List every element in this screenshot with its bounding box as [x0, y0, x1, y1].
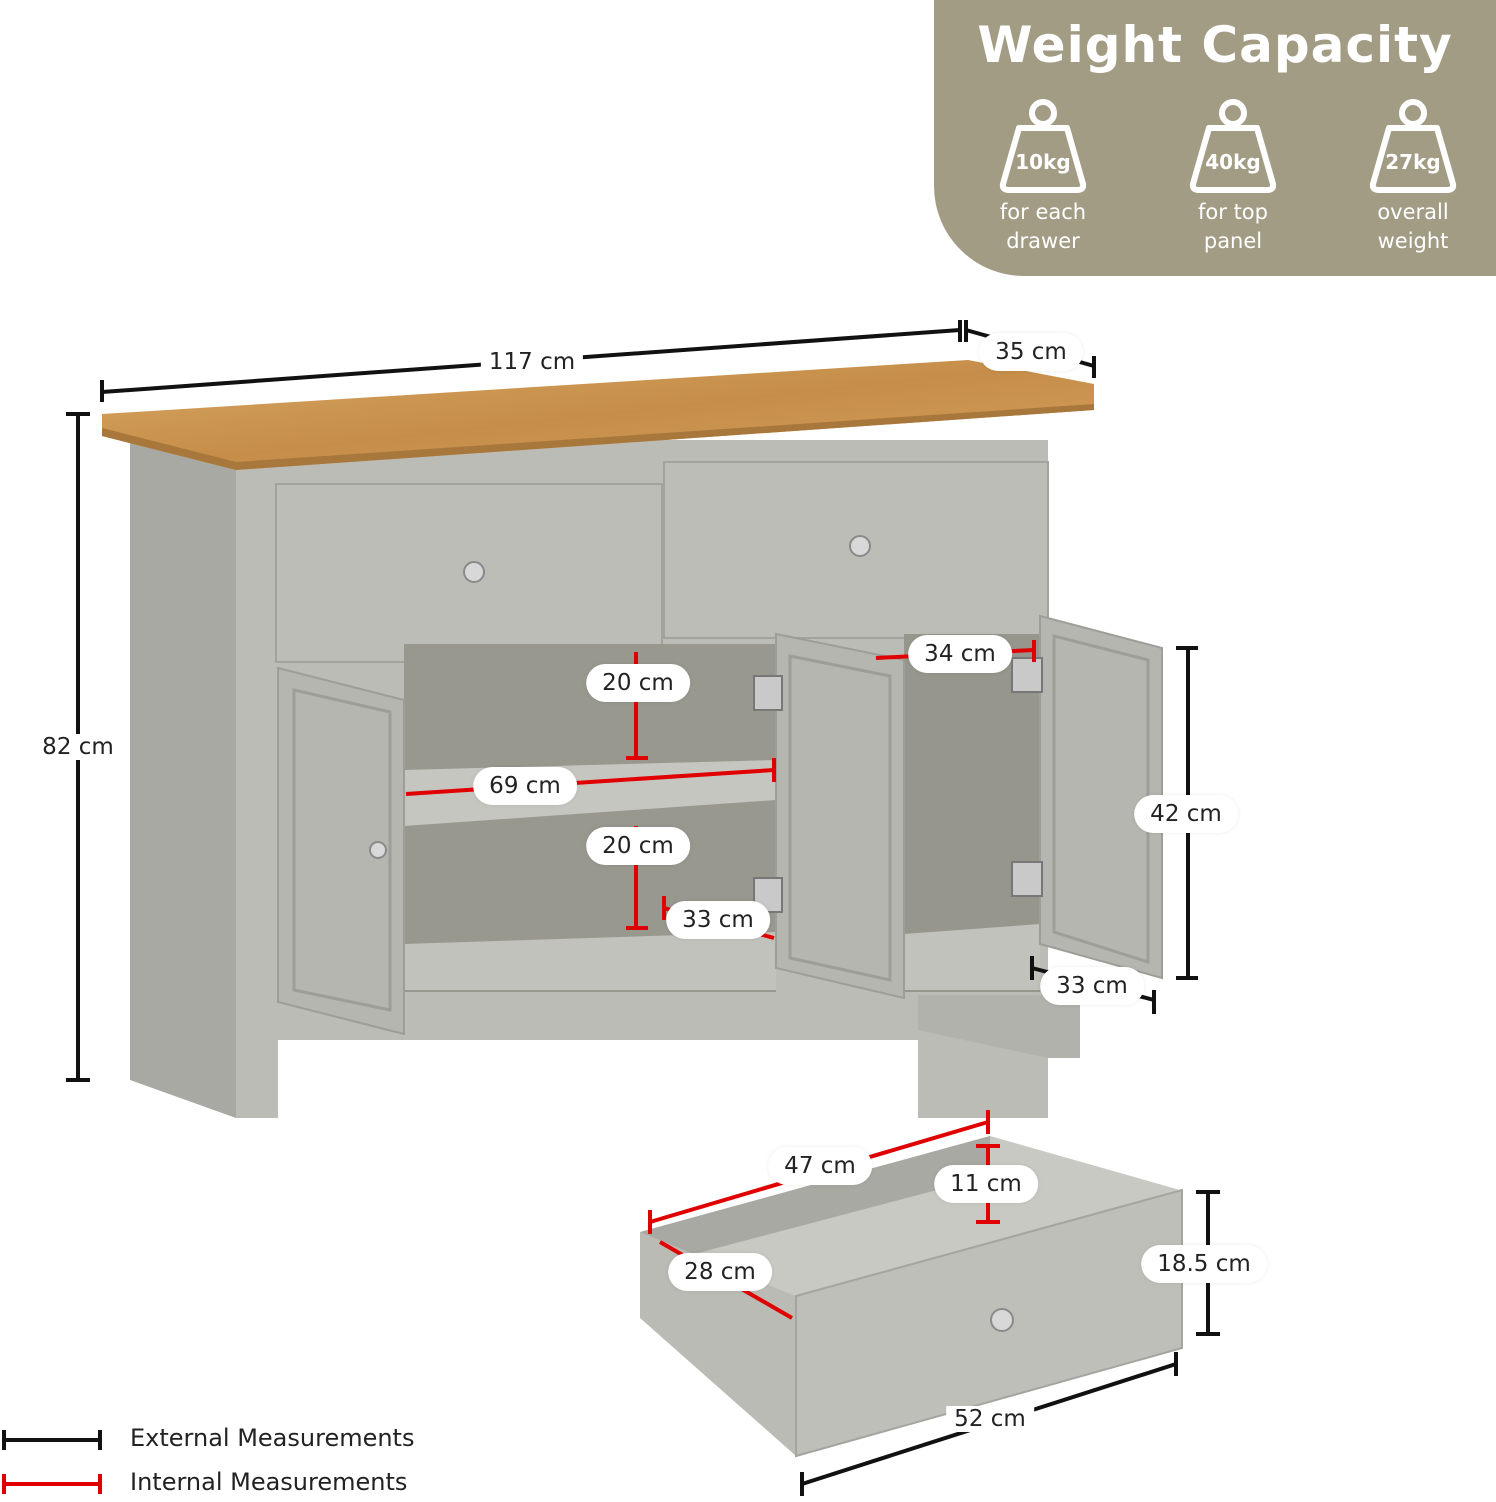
- hinge-icon: [1011, 861, 1043, 897]
- weight-icon: [1369, 99, 1457, 193]
- legend-external-label: External Measurements: [130, 1424, 415, 1452]
- right-inner-depth-label: 33 cm: [1040, 967, 1144, 1005]
- weight-capacity-title: Weight Capacity: [977, 16, 1453, 74]
- legend-internal-label: Internal Measurements: [130, 1468, 408, 1496]
- external-line-icon: [2, 1430, 102, 1450]
- right-inner-height-label: 42 cm: [1134, 795, 1238, 833]
- weight-item-overall: 27kg overall weight: [1338, 96, 1488, 256]
- weight-item-drawer: 10kg for each drawer: [968, 96, 1118, 256]
- drawer-inner-height-label: 11 cm: [934, 1165, 1038, 1203]
- internal-line-icon: [2, 1474, 102, 1494]
- weight-icon: [999, 99, 1087, 193]
- height-label: 82 cm: [34, 734, 122, 760]
- drawer-knob: [990, 1308, 1014, 1332]
- weight-icon: [1189, 99, 1277, 193]
- right-inner-width-label: 34 cm: [908, 635, 1012, 673]
- left-side-panel: [130, 440, 236, 1118]
- left-inner-depth-label: 33 cm: [666, 901, 770, 939]
- weight-caption-overall: overall weight: [1377, 200, 1449, 253]
- drawer-inside: [640, 1136, 1180, 1296]
- weight-caption-drawer: for each drawer: [999, 200, 1087, 253]
- weight-value-overall: 27kg: [1385, 150, 1441, 174]
- hinge-icon: [1011, 657, 1043, 693]
- weight-value-top: 40kg: [1205, 150, 1261, 174]
- legend-internal: Internal Measurements: [0, 1466, 460, 1502]
- drawer-knob: [849, 535, 871, 557]
- drawer-illustration: [640, 1136, 1183, 1458]
- left-door: [277, 666, 405, 1036]
- right-door: [1039, 614, 1163, 980]
- shelf-gap-bottom-label: 20 cm: [586, 827, 690, 865]
- legend-external: External Measurements: [0, 1422, 460, 1458]
- drawer-inner-width-label: 47 cm: [768, 1147, 872, 1185]
- hinge-icon: [753, 675, 783, 711]
- right-leg: [918, 995, 1080, 1058]
- drawer-height-label: 18.5 cm: [1141, 1245, 1267, 1283]
- drawer-width-label: 52 cm: [946, 1406, 1034, 1432]
- shelf-width-label: 69 cm: [473, 767, 577, 805]
- weight-value-drawer: 10kg: [1015, 150, 1071, 174]
- weight-caption-top: for top panel: [1198, 200, 1268, 253]
- middle-door: [775, 632, 905, 1000]
- depth-label: 35 cm: [979, 333, 1083, 371]
- drawer-inner-depth-label: 28 cm: [668, 1253, 772, 1291]
- sideboard: [102, 360, 1163, 1120]
- width-label: 117 cm: [480, 349, 584, 375]
- drawer-knob: [463, 561, 485, 583]
- weight-capacity-panel: Weight Capacity 10kg for each drawer 40k…: [934, 0, 1496, 276]
- door-knob: [369, 841, 387, 859]
- shelf-gap-top-label: 20 cm: [586, 664, 690, 702]
- weight-item-top: 40kg for top panel: [1158, 96, 1308, 256]
- drawer-front: [795, 1188, 1183, 1458]
- oak-top: [102, 360, 1094, 470]
